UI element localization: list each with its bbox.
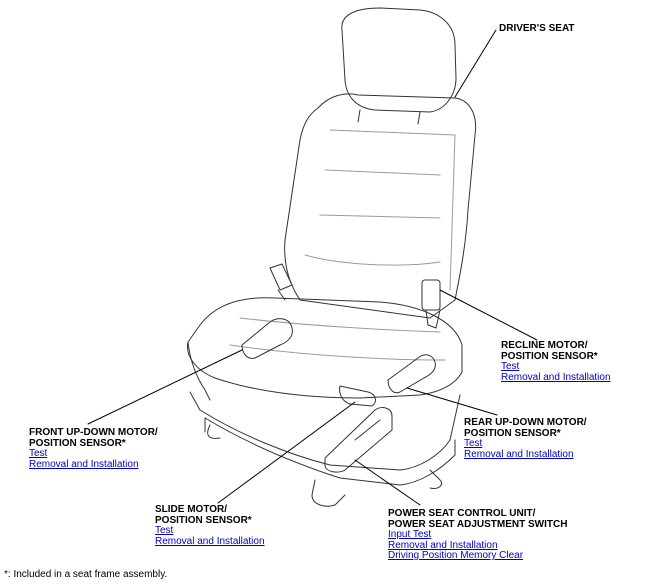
seat-back xyxy=(284,93,477,319)
front-updown-label: FRONT UP-DOWN MOTOR/ POSITION SENSOR* Te… xyxy=(29,427,158,470)
slide-label: SLIDE MOTOR/ POSITION SENSOR* Test Remov… xyxy=(155,504,265,547)
recline-title-line1: RECLINE MOTOR/ xyxy=(501,340,588,351)
rear-updown-removal-link[interactable]: Removal and Installation xyxy=(464,448,574,460)
control-unit-memory-clear-link[interactable]: Driving Position Memory Clear xyxy=(388,550,524,561)
seat-cushion xyxy=(186,297,463,401)
rear-updown-title-line1: REAR UP-DOWN MOTOR/ xyxy=(464,417,587,428)
control-unit-label: POWER SEAT CONTROL UNIT/ POWER SEAT ADJU… xyxy=(388,508,568,562)
rear-updown-motor xyxy=(387,354,436,394)
belt-buckle xyxy=(269,263,293,301)
slide-title-line2: POSITION SENSOR* xyxy=(155,514,252,526)
recline-label: RECLINE MOTOR/ POSITION SENSOR* Test Rem… xyxy=(501,340,611,383)
control-unit-title-line1: POWER SEAT CONTROL UNIT/ xyxy=(388,508,536,519)
recline-test-link[interactable]: Test xyxy=(501,361,520,372)
front-updown-test-link[interactable]: Test xyxy=(29,448,48,459)
slide-removal-link[interactable]: Removal and Installation xyxy=(155,535,265,547)
leader-recline xyxy=(439,289,538,341)
control-unit-removal-link[interactable]: Removal and Installation xyxy=(388,539,498,551)
leader-rear-updown xyxy=(406,387,498,416)
front-updown-title-line1: FRONT UP-DOWN MOTOR/ xyxy=(29,427,158,438)
slide-title-line1: SLIDE MOTOR/ xyxy=(155,504,228,515)
drivers-seat-label: DRIVER'S SEAT xyxy=(499,23,575,35)
rear-updown-title-line2: POSITION SENSOR* xyxy=(464,427,561,439)
leader-control-unit xyxy=(354,459,421,506)
control-unit xyxy=(324,407,393,473)
leader-slide xyxy=(217,401,356,504)
drivers-seat-title: DRIVER'S SEAT xyxy=(499,23,575,34)
recline-motor xyxy=(421,279,441,329)
rear-updown-label: REAR UP-DOWN MOTOR/ POSITION SENSOR* Tes… xyxy=(464,417,587,460)
headrest xyxy=(341,7,457,125)
front-updown-motor xyxy=(241,318,293,359)
front-updown-title-line2: POSITION SENSOR* xyxy=(29,437,126,449)
recline-removal-link[interactable]: Removal and Installation xyxy=(501,371,611,383)
footnote: *: Included in a seat frame assembly. xyxy=(4,569,168,580)
control-unit-title-line2: POWER SEAT ADJUSTMENT SWITCH xyxy=(388,518,568,530)
leader-front-updown xyxy=(87,349,243,425)
seat-base xyxy=(189,391,461,507)
leader-drivers-seat xyxy=(454,29,497,98)
control-unit-input-test-link[interactable]: Input Test xyxy=(388,529,432,540)
slide-motor xyxy=(339,385,376,407)
recline-title-line2: POSITION SENSOR* xyxy=(501,350,598,362)
front-updown-removal-link[interactable]: Removal and Installation xyxy=(29,458,139,470)
slide-test-link[interactable]: Test xyxy=(155,525,174,536)
rear-updown-test-link[interactable]: Test xyxy=(464,438,483,449)
